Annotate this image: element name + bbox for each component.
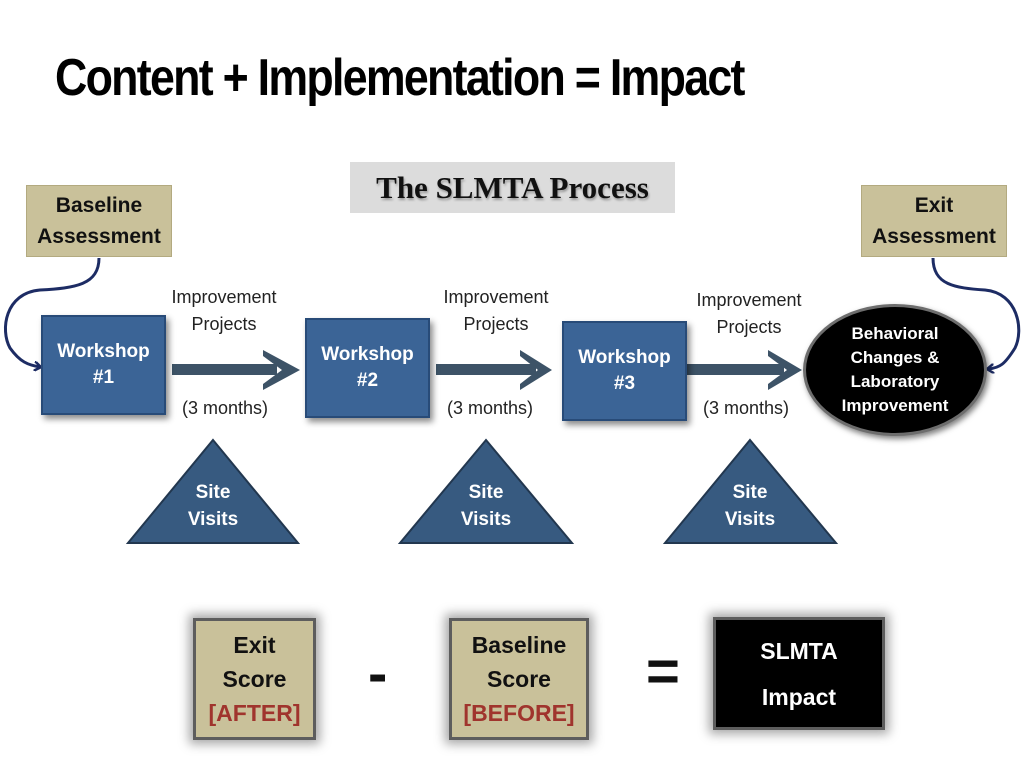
site-visits-2-line2: Visits [436,506,536,533]
exit-assessment-box: Exit Assessment [861,185,1007,257]
exit-assessment-line1: Exit [915,190,954,221]
improvement-1-line2: Projects [154,311,294,338]
duration-label-3: (3 months) [686,398,806,419]
improvement-projects-label-2: Improvement Projects [426,284,566,338]
duration-label-1: (3 months) [165,398,285,419]
exit-score-line1: Exit [233,628,275,662]
minus-operator: - [368,640,387,707]
outcome-line3: Laboratory [851,370,940,394]
slmta-impact-box: SLMTA Impact [713,617,885,730]
baseline-score-box: Baseline Score [BEFORE] [449,618,589,740]
site-visits-1-line2: Visits [163,506,263,533]
outcome-line1: Behavioral [852,322,939,346]
improvement-3-line1: Improvement [679,287,819,314]
baseline-assessment-line2: Assessment [37,221,161,252]
improvement-projects-label-3: Improvement Projects [679,287,819,341]
improvement-projects-label-1: Improvement Projects [154,284,294,338]
improvement-1-line1: Improvement [154,284,294,311]
improvement-3-line2: Projects [679,314,819,341]
equals-operator: = [646,638,680,705]
workshop-3-line2: #3 [614,371,635,397]
outcome-line2: Changes & [851,346,940,370]
workshop-1-line2: #1 [93,365,114,391]
exit-score-box: Exit Score [AFTER] [193,618,316,740]
baseline-score-tag: [BEFORE] [463,696,574,730]
baseline-score-line1: Baseline [472,628,567,662]
workshop-3-box: Workshop #3 [562,321,687,421]
exit-assessment-line2: Assessment [872,221,996,252]
baseline-assessment-box: Baseline Assessment [26,185,172,257]
slmta-impact-line1: SLMTA [760,628,838,674]
slmta-impact-line2: Impact [762,674,836,720]
workshop-1-line1: Workshop [57,339,150,365]
workshop-2-line1: Workshop [321,342,414,368]
outcome-ellipse: Behavioral Changes & Laboratory Improvem… [803,304,987,436]
exit-score-tag: [AFTER] [209,696,301,730]
arrow-3-shaft [684,364,784,375]
workshop-2-line2: #2 [357,368,378,394]
duration-label-2: (3 months) [430,398,550,419]
arrow-2-shaft [436,364,536,375]
site-visits-label-2: Site Visits [436,479,536,533]
workshop-3-line1: Workshop [578,345,671,371]
site-visits-1-line1: Site [163,479,263,506]
arrow-group [172,350,802,390]
improvement-2-line2: Projects [426,311,566,338]
site-visits-label-3: Site Visits [700,479,800,533]
exit-score-line2: Score [223,662,287,696]
outcome-line4: Improvement [842,394,949,418]
improvement-2-line1: Improvement [426,284,566,311]
workshop-1-box: Workshop #1 [41,315,166,415]
baseline-assessment-line1: Baseline [56,190,142,221]
site-visits-2-line1: Site [436,479,536,506]
baseline-score-line2: Score [487,662,551,696]
arrow-1-shaft [172,364,277,375]
site-visits-label-1: Site Visits [163,479,263,533]
site-visits-3-line1: Site [700,479,800,506]
site-visits-3-line2: Visits [700,506,800,533]
workshop-2-box: Workshop #2 [305,318,430,418]
